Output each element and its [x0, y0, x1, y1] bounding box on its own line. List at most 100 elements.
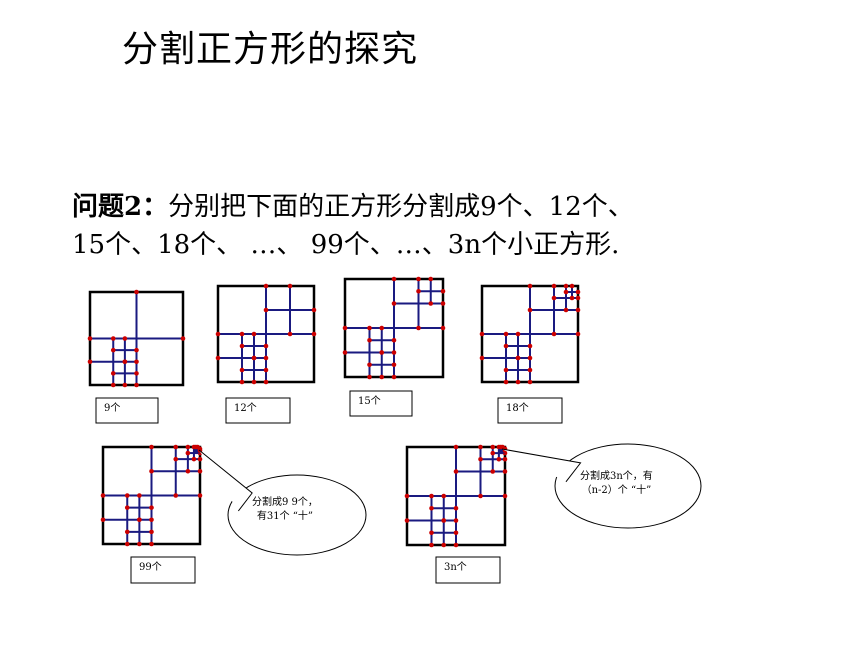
grid-dot: [416, 276, 421, 282]
grid-dot: [149, 444, 154, 450]
grid-dot: [503, 367, 509, 373]
grid-dot: [251, 355, 257, 361]
grid-dot: [110, 336, 116, 341]
grid-dot: [428, 301, 434, 306]
grid-dot: [551, 331, 557, 337]
grid-dot: [429, 493, 434, 499]
problem-line-1: 问题2：分别把下面的正方形分割成9个、12个、: [72, 188, 634, 226]
label-box: [130, 556, 196, 584]
grid-dot: [311, 331, 317, 337]
grid-dot: [239, 379, 245, 385]
grid-dot: [149, 517, 154, 523]
grid-dot: [134, 359, 139, 365]
callout-3n-line-1: 分割成3n个，有: [580, 471, 653, 482]
grid-dot: [287, 331, 293, 337]
grid-dot: [563, 283, 569, 289]
grid-dot: [137, 493, 142, 498]
grid-dot: [527, 379, 533, 385]
grid-dot: [391, 362, 397, 368]
grid-dot: [391, 374, 397, 380]
grid-dot: [503, 379, 509, 385]
grid-dot: [515, 379, 521, 385]
grid-dot: [110, 347, 116, 353]
grid-dot: [429, 530, 434, 536]
grid-dot: [515, 355, 521, 361]
grid-dot: [441, 542, 447, 548]
grid-dot: [416, 288, 421, 294]
grid-dot: [239, 343, 245, 349]
callout-text-3n: 分割成3n个，有 （n-2）个 “十”: [580, 470, 653, 498]
grid-dot: [575, 295, 581, 301]
grid-dot: [575, 289, 581, 295]
grid-dot: [263, 343, 269, 349]
callout-text-99: 分割成9 9个， 有31个 “十”: [252, 496, 318, 524]
grid-dot: [110, 371, 116, 376]
grid-dot: [367, 362, 372, 368]
grid-dot: [479, 355, 485, 361]
grid-dot: [122, 359, 128, 365]
grid-dot: [502, 456, 508, 462]
grid-dot: [149, 541, 154, 547]
grid-dot: [503, 343, 509, 349]
grid-dot: [287, 283, 293, 289]
grid-dot: [100, 493, 106, 498]
grid-dot: [490, 469, 496, 474]
grid-dot: [124, 529, 130, 535]
grid-dot: [478, 493, 483, 499]
grid-dot: [263, 367, 269, 373]
grid-dot: [342, 325, 348, 331]
grid-dot: [479, 331, 485, 337]
grid-dot: [569, 283, 575, 289]
grid-dot: [453, 542, 459, 548]
grid-dot: [503, 331, 509, 337]
grid-dot: [311, 307, 317, 313]
grid-dot: [502, 493, 508, 499]
callout-99-line-1: 分割成9 9个，: [252, 497, 318, 508]
problem-label: 问题2：: [72, 192, 169, 222]
grid-dot: [441, 493, 447, 499]
callout-bubble-3n: [501, 443, 702, 529]
grid-dot: [251, 379, 257, 385]
grid-dot: [441, 518, 447, 523]
grid-dot: [134, 289, 139, 295]
grid-dot: [122, 382, 128, 388]
grid-dot: [453, 530, 459, 536]
grid-dot: [239, 367, 245, 373]
grid-dot: [263, 379, 269, 385]
grid-dot: [191, 456, 197, 462]
grid-dot: [379, 325, 385, 331]
grid-dot: [563, 307, 569, 313]
callout-ellipse: [554, 443, 702, 529]
problem-line-1-text: 分别把下面的正方形分割成9个、12个、: [168, 192, 634, 222]
grid-dot: [100, 517, 106, 523]
grid-dot: [124, 541, 130, 547]
figure-label-15: 15个: [358, 396, 381, 407]
grid-dot: [185, 450, 191, 456]
grid-dot: [391, 301, 397, 306]
figure-label-12: 12个: [234, 403, 257, 414]
grid-dot: [527, 283, 533, 289]
grid-dot: [453, 469, 459, 474]
grid-dot: [404, 518, 410, 523]
grid-dot: [527, 367, 533, 373]
figure-label-99: 99个: [139, 562, 162, 573]
grid-dot: [110, 382, 116, 388]
grid-dot: [391, 337, 397, 343]
grid-dot: [137, 517, 142, 523]
callout-ellipse: [227, 474, 367, 556]
grid-dot: [367, 337, 372, 343]
grid-dot: [453, 444, 459, 450]
grid-dot: [367, 325, 372, 331]
grid-dot: [551, 295, 557, 301]
label-box: [497, 397, 563, 424]
grid-dot: [527, 355, 533, 361]
grid-dot: [263, 283, 269, 289]
grid-dot: [134, 371, 139, 376]
grid-dot: [502, 469, 508, 474]
grid-dot: [440, 301, 446, 306]
grid-dot: [263, 355, 269, 361]
grid-dot: [575, 331, 581, 337]
figure-label-3n: 3n个: [444, 562, 467, 573]
callout-pointer: [501, 448, 582, 483]
